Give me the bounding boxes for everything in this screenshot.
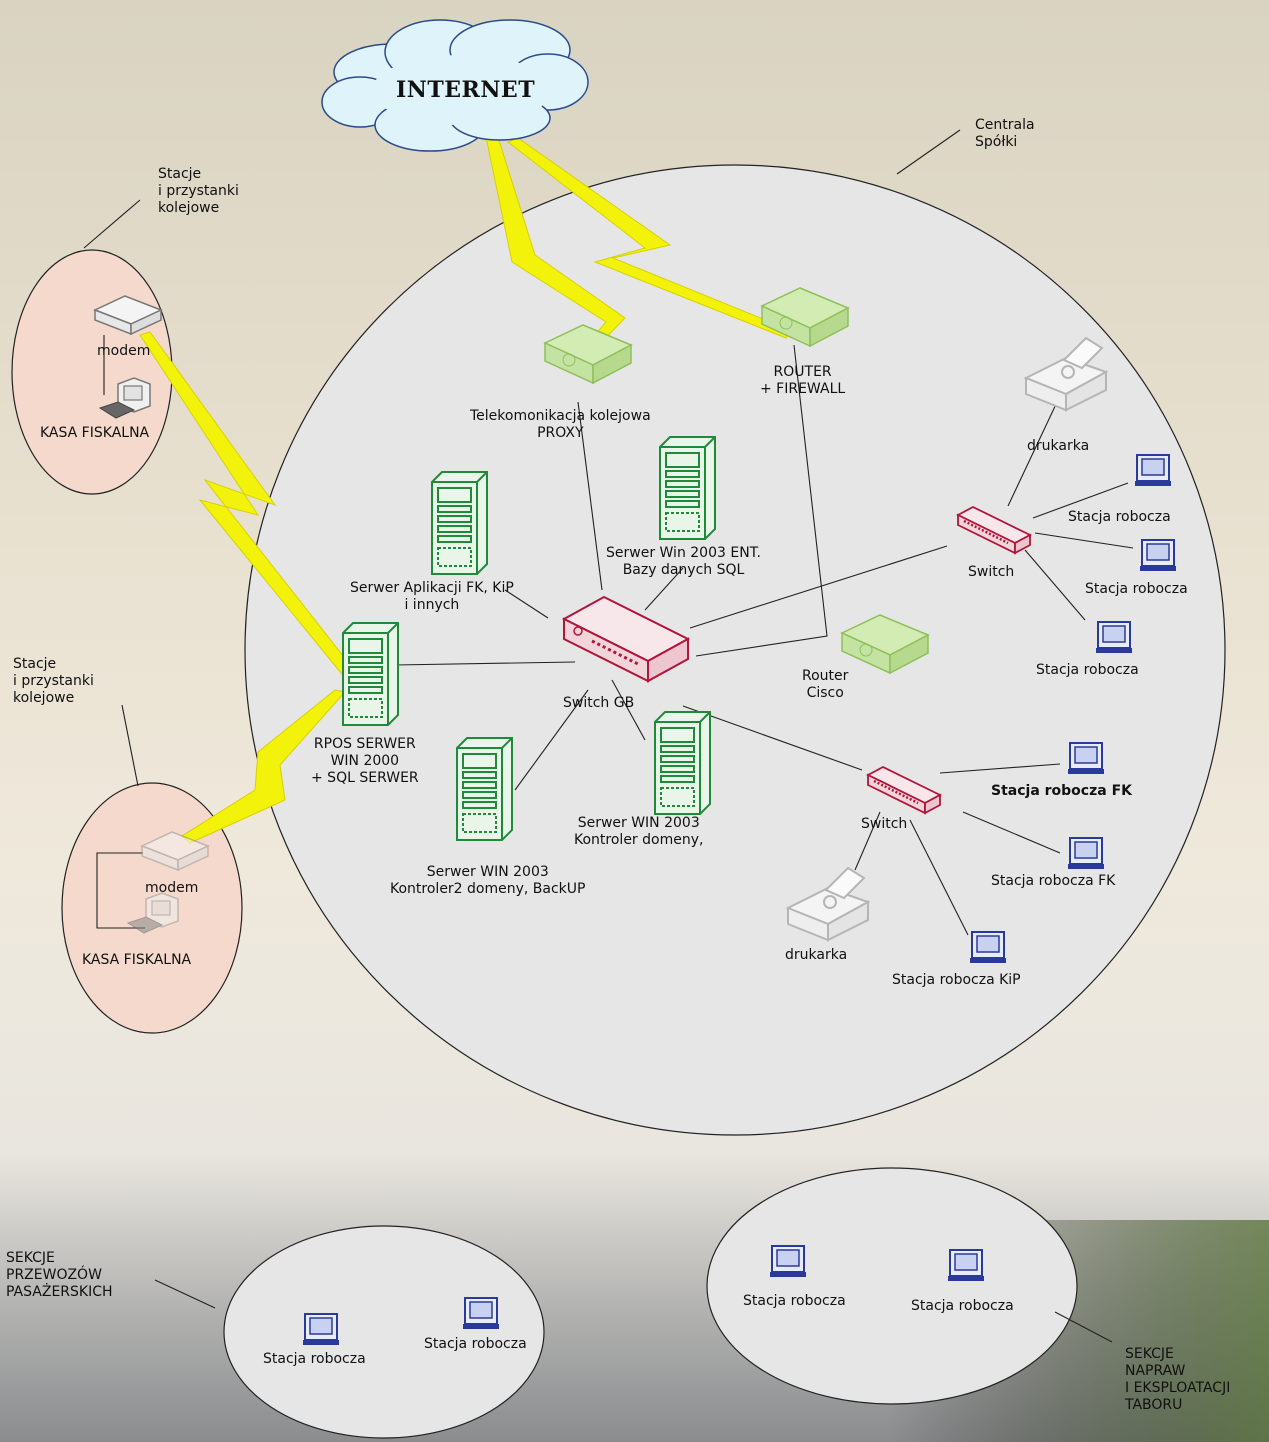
serwer-win2003-ent-label: Serwer Win 2003 ENT. Bazy danych SQL: [606, 545, 761, 579]
rpos-serwer-label-line: RPOS SERWER: [313, 736, 416, 752]
switch-icon: [956, 505, 1032, 555]
rpos-serwer-label-line: WIN 2000: [330, 753, 400, 769]
sekcje-przewozow-label-line: PASAŻERSKICH: [6, 1284, 113, 1300]
serwer-aplikacji-label-line: i innych: [404, 597, 460, 613]
stacje-bottom-label-line: kolejowe: [13, 690, 75, 706]
stacja-robocza-label: Stacja robocza: [263, 1351, 366, 1367]
sekcje-przewozow-label-line: SEKCJE: [6, 1250, 55, 1266]
workstation-icon: [1068, 837, 1104, 869]
router-cisco-label-line: Router: [802, 668, 849, 684]
serwer-aplikacji-label: Serwer Aplikacji FK, KiP i innych: [350, 580, 514, 614]
serwer-kontroler2-label-line: Kontroler2 domeny, BackUP: [390, 881, 586, 897]
stacja-robocza-label: Stacja robocza: [1068, 509, 1171, 525]
server-icon: [659, 436, 716, 540]
workstation-icon: [1068, 742, 1104, 774]
router-icon: [543, 324, 633, 385]
serwer-kontroler2-label-line: Serwer WIN 2003: [426, 864, 549, 880]
sekcje-napraw-label-line: I EKSPLOATACJI: [1125, 1380, 1231, 1396]
centrala-label: Centrala Spółki: [975, 117, 1035, 151]
telekom-label-line: Telekomonikacja kolejowa: [470, 408, 651, 424]
stacje-top-zone: [11, 249, 173, 495]
switch-gb-label: Switch GB: [563, 695, 635, 711]
workstation-icon: [970, 931, 1006, 963]
kasa-top-label: KASA FISKALNA: [40, 425, 150, 441]
internet-label: INTERNET: [396, 77, 536, 103]
stacje-bottom-label-line: i przystanki: [13, 673, 94, 689]
telekom-label-line: PROXY: [537, 425, 584, 441]
serwer-kontroler2-label: Serwer WIN 2003 Kontroler2 domeny, BackU…: [390, 864, 585, 898]
router-firewall-label-line: ROUTER: [773, 364, 832, 380]
sekcje-przewozow-label-line: PRZEWOZÓW: [6, 1267, 102, 1283]
modem-icon: [140, 831, 210, 872]
centrala-label-line: Centrala: [975, 117, 1035, 133]
centrala-label-line: Spółki: [975, 134, 1018, 150]
switch-icon: [561, 595, 691, 683]
workstation-icon: [948, 1249, 984, 1281]
modem-icon: [93, 295, 163, 336]
sekcje-przewozow-zone: [223, 1225, 545, 1439]
rpos-serwer-label: RPOS SERWER WIN 2000 + SQL SERWER: [311, 736, 419, 787]
serwer-win2003-ent-label-line: Bazy danych SQL: [622, 562, 745, 578]
server-icon: [431, 471, 488, 575]
router-cisco-label-line: Cisco: [806, 685, 844, 701]
serwer-kontroler-label-line: Kontroler domeny,: [574, 832, 704, 848]
stacja-robocza-label: Stacja robocza: [743, 1293, 846, 1309]
stacje-top-label-line: kolejowe: [158, 200, 220, 216]
router-cisco-label: Router Cisco: [802, 668, 848, 702]
stacja-robocza-fk-label: Stacja robocza FK: [991, 783, 1132, 799]
sekcje-napraw-label-line: SEKCJE: [1125, 1346, 1174, 1362]
stacja-robocza-label: Stacja robocza: [1036, 662, 1139, 678]
sekcje-napraw-zone: [706, 1167, 1078, 1405]
cloud-icon: [321, 19, 589, 152]
stacja-robocza-label: Stacja robocza: [424, 1336, 527, 1352]
router-icon: [760, 287, 850, 348]
stacje-bottom-label: Stacje i przystanki kolejowe: [13, 656, 94, 707]
stacja-robocza-fk-label: Stacja robocza FK: [991, 873, 1116, 889]
switch-top-label: Switch: [968, 564, 1015, 580]
router-firewall-label-line: + FIREWALL: [760, 381, 846, 397]
serwer-aplikacji-label-line: Serwer Aplikacji FK, KiP: [350, 580, 514, 596]
network-links: [96, 335, 1134, 936]
cash-register-icon: [98, 377, 151, 419]
drukarka-bottom-label: drukarka: [785, 947, 848, 963]
server-icon: [342, 622, 399, 726]
stacje-top-label-line: i przystanki: [158, 183, 239, 199]
serwer-win2003-ent-label-line: Serwer Win 2003 ENT.: [606, 545, 762, 561]
server-icon: [456, 737, 513, 841]
workstation-icon: [1135, 454, 1171, 486]
sekcje-napraw-label-line: TABORU: [1125, 1397, 1183, 1413]
workstation-icon: [1140, 539, 1176, 571]
stacja-robocza-label: Stacja robocza: [1085, 581, 1188, 597]
stacja-robocza-label: Stacja robocza: [911, 1298, 1014, 1314]
workstation-icon: [1096, 621, 1132, 653]
sekcje-napraw-label: SEKCJE NAPRAW I EKSPLOATACJI TABORU: [1125, 1346, 1230, 1414]
serwer-kontroler-label: Serwer WIN 2003 Kontroler domeny,: [574, 815, 703, 849]
switch-icon: [866, 765, 942, 815]
stacje-top-label: Stacje i przystanki kolejowe: [158, 166, 239, 217]
serwer-kontroler-label-line: Serwer WIN 2003: [577, 815, 700, 831]
stacja-robocza-kip-label: Stacja robocza KiP: [892, 972, 1021, 988]
switch-bottom-label: Switch: [861, 816, 908, 832]
workstation-icon: [463, 1297, 499, 1329]
server-icon: [654, 711, 711, 815]
telekom-label: Telekomonikacja kolejowa PROXY: [470, 408, 651, 442]
sekcje-przewozow-label: SEKCJE PRZEWOZÓW PASAŻERSKICH: [6, 1250, 113, 1301]
rpos-serwer-label-line: + SQL SERWER: [311, 770, 419, 786]
callout-lines: [83, 129, 1113, 1343]
printer-icon: [1023, 336, 1109, 412]
router-firewall-label: ROUTER + FIREWALL: [760, 364, 845, 398]
stacje-bottom-label-line: Stacje: [13, 656, 57, 672]
kasa-bottom-label: KASA FISKALNA: [82, 952, 192, 968]
cash-register-icon: [126, 892, 179, 934]
printer-icon: [785, 866, 871, 942]
modem-top-label: modem: [97, 343, 151, 359]
stacje-top-label-line: Stacje: [158, 166, 202, 182]
modem-bottom-label: modem: [145, 880, 199, 896]
sekcje-napraw-label-line: NAPRAW: [1125, 1363, 1186, 1379]
drukarka-top-label: drukarka: [1027, 438, 1090, 454]
router-icon: [840, 614, 930, 675]
workstation-icon: [303, 1313, 339, 1345]
workstation-icon: [770, 1245, 806, 1277]
